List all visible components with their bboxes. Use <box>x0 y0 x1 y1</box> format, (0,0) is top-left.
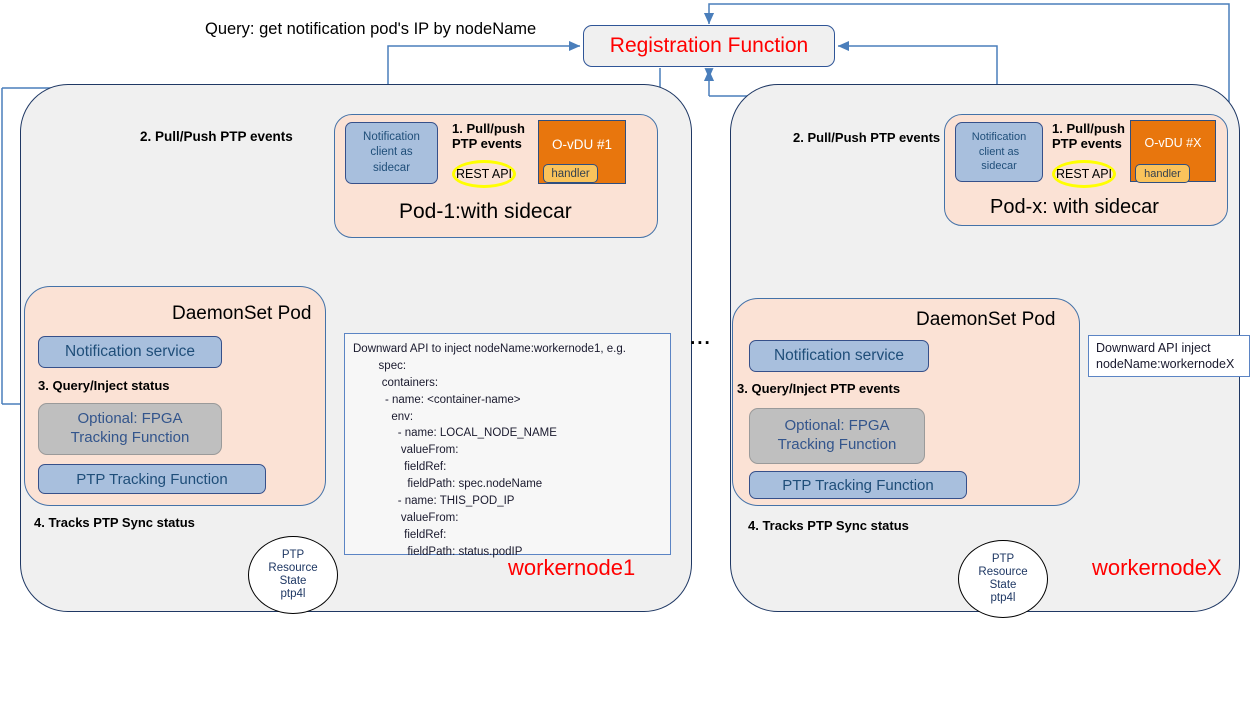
sidecar-line-3-right: sidecar <box>981 160 1017 173</box>
state-line-3-right: State <box>989 579 1017 591</box>
state-line-1-right: PTP <box>991 553 1015 566</box>
flow-3-label-left: 3. Query/Inject status <box>38 378 170 393</box>
yaml-line-1: containers: <box>353 376 439 389</box>
sidecar-line-2: client as <box>370 146 413 159</box>
pod-x-title: Pod-x: with sidecar <box>990 196 1159 218</box>
notification-service-label-left: Notification service <box>64 343 196 360</box>
state-line-2-right: Resource <box>978 566 1028 579</box>
state-line-2-left: Resource <box>268 562 318 575</box>
yaml-line-8: - name: THIS_POD_IP <box>353 495 515 508</box>
fpga-tracking-function-left[interactable]: Optional: FPGA Tracking Function <box>38 403 222 455</box>
daemonset-title-left: DaemonSet Pod <box>172 303 312 324</box>
fpga-line-2-left: Tracking Function <box>70 429 190 446</box>
rest-api-label-left: REST API <box>455 167 513 181</box>
flow-2-label-left: 2. Pull/Push PTP events <box>140 129 293 144</box>
state-line-3-left: State <box>279 575 307 587</box>
ptp-tracking-label-right: PTP Tracking Function <box>782 476 934 494</box>
yaml-line-3: env: <box>353 410 414 423</box>
flow-1-line-2: PTP events <box>452 135 522 151</box>
yaml-line-9: valueFrom: <box>353 511 459 524</box>
handler-box-left: handler <box>543 164 598 183</box>
flow-1-line-2-right: PTP events <box>1052 135 1122 151</box>
notification-client-sidecar-left[interactable]: Notification client as sidecar <box>345 122 438 184</box>
sidecar-line-1-right: Notification <box>971 130 1027 143</box>
rest-api-highlight-right: REST API <box>1052 160 1116 188</box>
pod-1-title: Pod-1:with sidecar <box>399 200 572 223</box>
o-vdu-1-label: O-vDU #1 <box>551 137 612 152</box>
handler-label-right: handler <box>1144 167 1181 180</box>
yaml-line-10: fieldRef: <box>353 528 447 541</box>
handler-label-left: handler <box>551 167 590 180</box>
daemonset-title-right: DaemonSet Pod <box>916 309 1056 330</box>
flow-4-label-right: 4. Tracks PTP Sync status <box>748 518 909 533</box>
yaml-body: spec: containers: - name: <container-nam… <box>353 358 662 561</box>
flow-1-label-left: 1. Pull/push PTP events <box>452 121 544 152</box>
state-line-4-right: ptp4l <box>990 591 1016 604</box>
yaml-line-7: fieldPath: spec.nodeName <box>353 478 543 491</box>
yaml-line-0: spec: <box>353 359 407 372</box>
yaml-line-4: - name: LOCAL_NODE_NAME <box>353 427 557 440</box>
fpga-line-2-right: Tracking Function <box>777 436 897 453</box>
fpga-tracking-function-right[interactable]: Optional: FPGA Tracking Function <box>749 408 925 464</box>
yaml-header: Downward API to inject nodeName:workerno… <box>353 343 626 355</box>
ptp-resource-state-right: PTP Resource State ptp4l <box>958 540 1048 618</box>
sidecar-line-3: sidecar <box>372 161 411 174</box>
state-line-1-left: PTP <box>281 549 305 562</box>
flow-2-label-right: 2. Pull/Push PTP events <box>793 130 941 145</box>
note-line-2: nodeName:workernodeX <box>1096 356 1235 371</box>
workernode1-label: workernode1 <box>508 555 636 580</box>
yaml-line-6: fieldRef: <box>353 461 447 474</box>
notification-service-left[interactable]: Notification service <box>38 336 222 368</box>
registration-function-box[interactable]: Registration Function <box>583 25 835 67</box>
downward-api-note-right: Downward API inject nodeName:workernodeX <box>1088 335 1250 377</box>
rest-api-highlight-left: REST API <box>452 160 516 188</box>
yaml-line-5: valueFrom: <box>353 444 459 457</box>
flow-1-line-1-right: 1. Pull/push <box>1052 121 1125 136</box>
sidecar-line-1: Notification <box>363 130 420 143</box>
ptp-tracking-label-left: PTP Tracking Function <box>76 470 228 488</box>
registration-function-label: Registration Function <box>609 34 809 57</box>
sidecar-line-2-right: client as <box>978 145 1020 158</box>
notification-client-sidecar-right[interactable]: Notification client as sidecar <box>955 122 1043 182</box>
notification-service-label-right: Notification service <box>773 347 905 364</box>
workernodeX-label: workernodeX <box>1092 555 1222 580</box>
ptp-resource-state-left: PTP Resource State ptp4l <box>248 536 338 614</box>
flow-3-label-right: 3. Query/Inject PTP events <box>737 381 901 396</box>
yaml-line-11: fieldPath: status.podIP <box>353 545 523 558</box>
note-line-1: Downward API inject <box>1096 341 1211 355</box>
rest-api-label-right: REST API <box>1055 167 1113 181</box>
ptp-tracking-function-left[interactable]: PTP Tracking Function <box>38 464 266 494</box>
handler-box-right: handler <box>1135 164 1190 183</box>
query-label: Query: get notification pod's IP by node… <box>205 20 537 38</box>
fpga-line-1-left: Optional: FPGA <box>77 410 183 428</box>
o-vdu-1-box: O-vDU #1 <box>538 120 626 184</box>
ptp-tracking-function-right[interactable]: PTP Tracking Function <box>749 471 967 499</box>
flow-1-label-right: 1. Pull/push PTP events <box>1052 121 1144 152</box>
flow-1-line-1: 1. Pull/push <box>452 121 525 136</box>
downward-api-yaml-box: Downward API to inject nodeName:workerno… <box>344 333 671 558</box>
state-line-4-left: ptp4l <box>280 587 306 600</box>
yaml-line-2: - name: <container-name> <box>353 393 521 406</box>
o-vdu-x-label: O-vDU #X <box>1144 136 1202 150</box>
fpga-line-1-right: Optional: FPGA <box>784 417 890 435</box>
flow-4-label-left: 4. Tracks PTP Sync status <box>34 515 195 530</box>
notification-service-right[interactable]: Notification service <box>749 340 929 372</box>
nodes-ellipsis: ... <box>690 328 712 349</box>
